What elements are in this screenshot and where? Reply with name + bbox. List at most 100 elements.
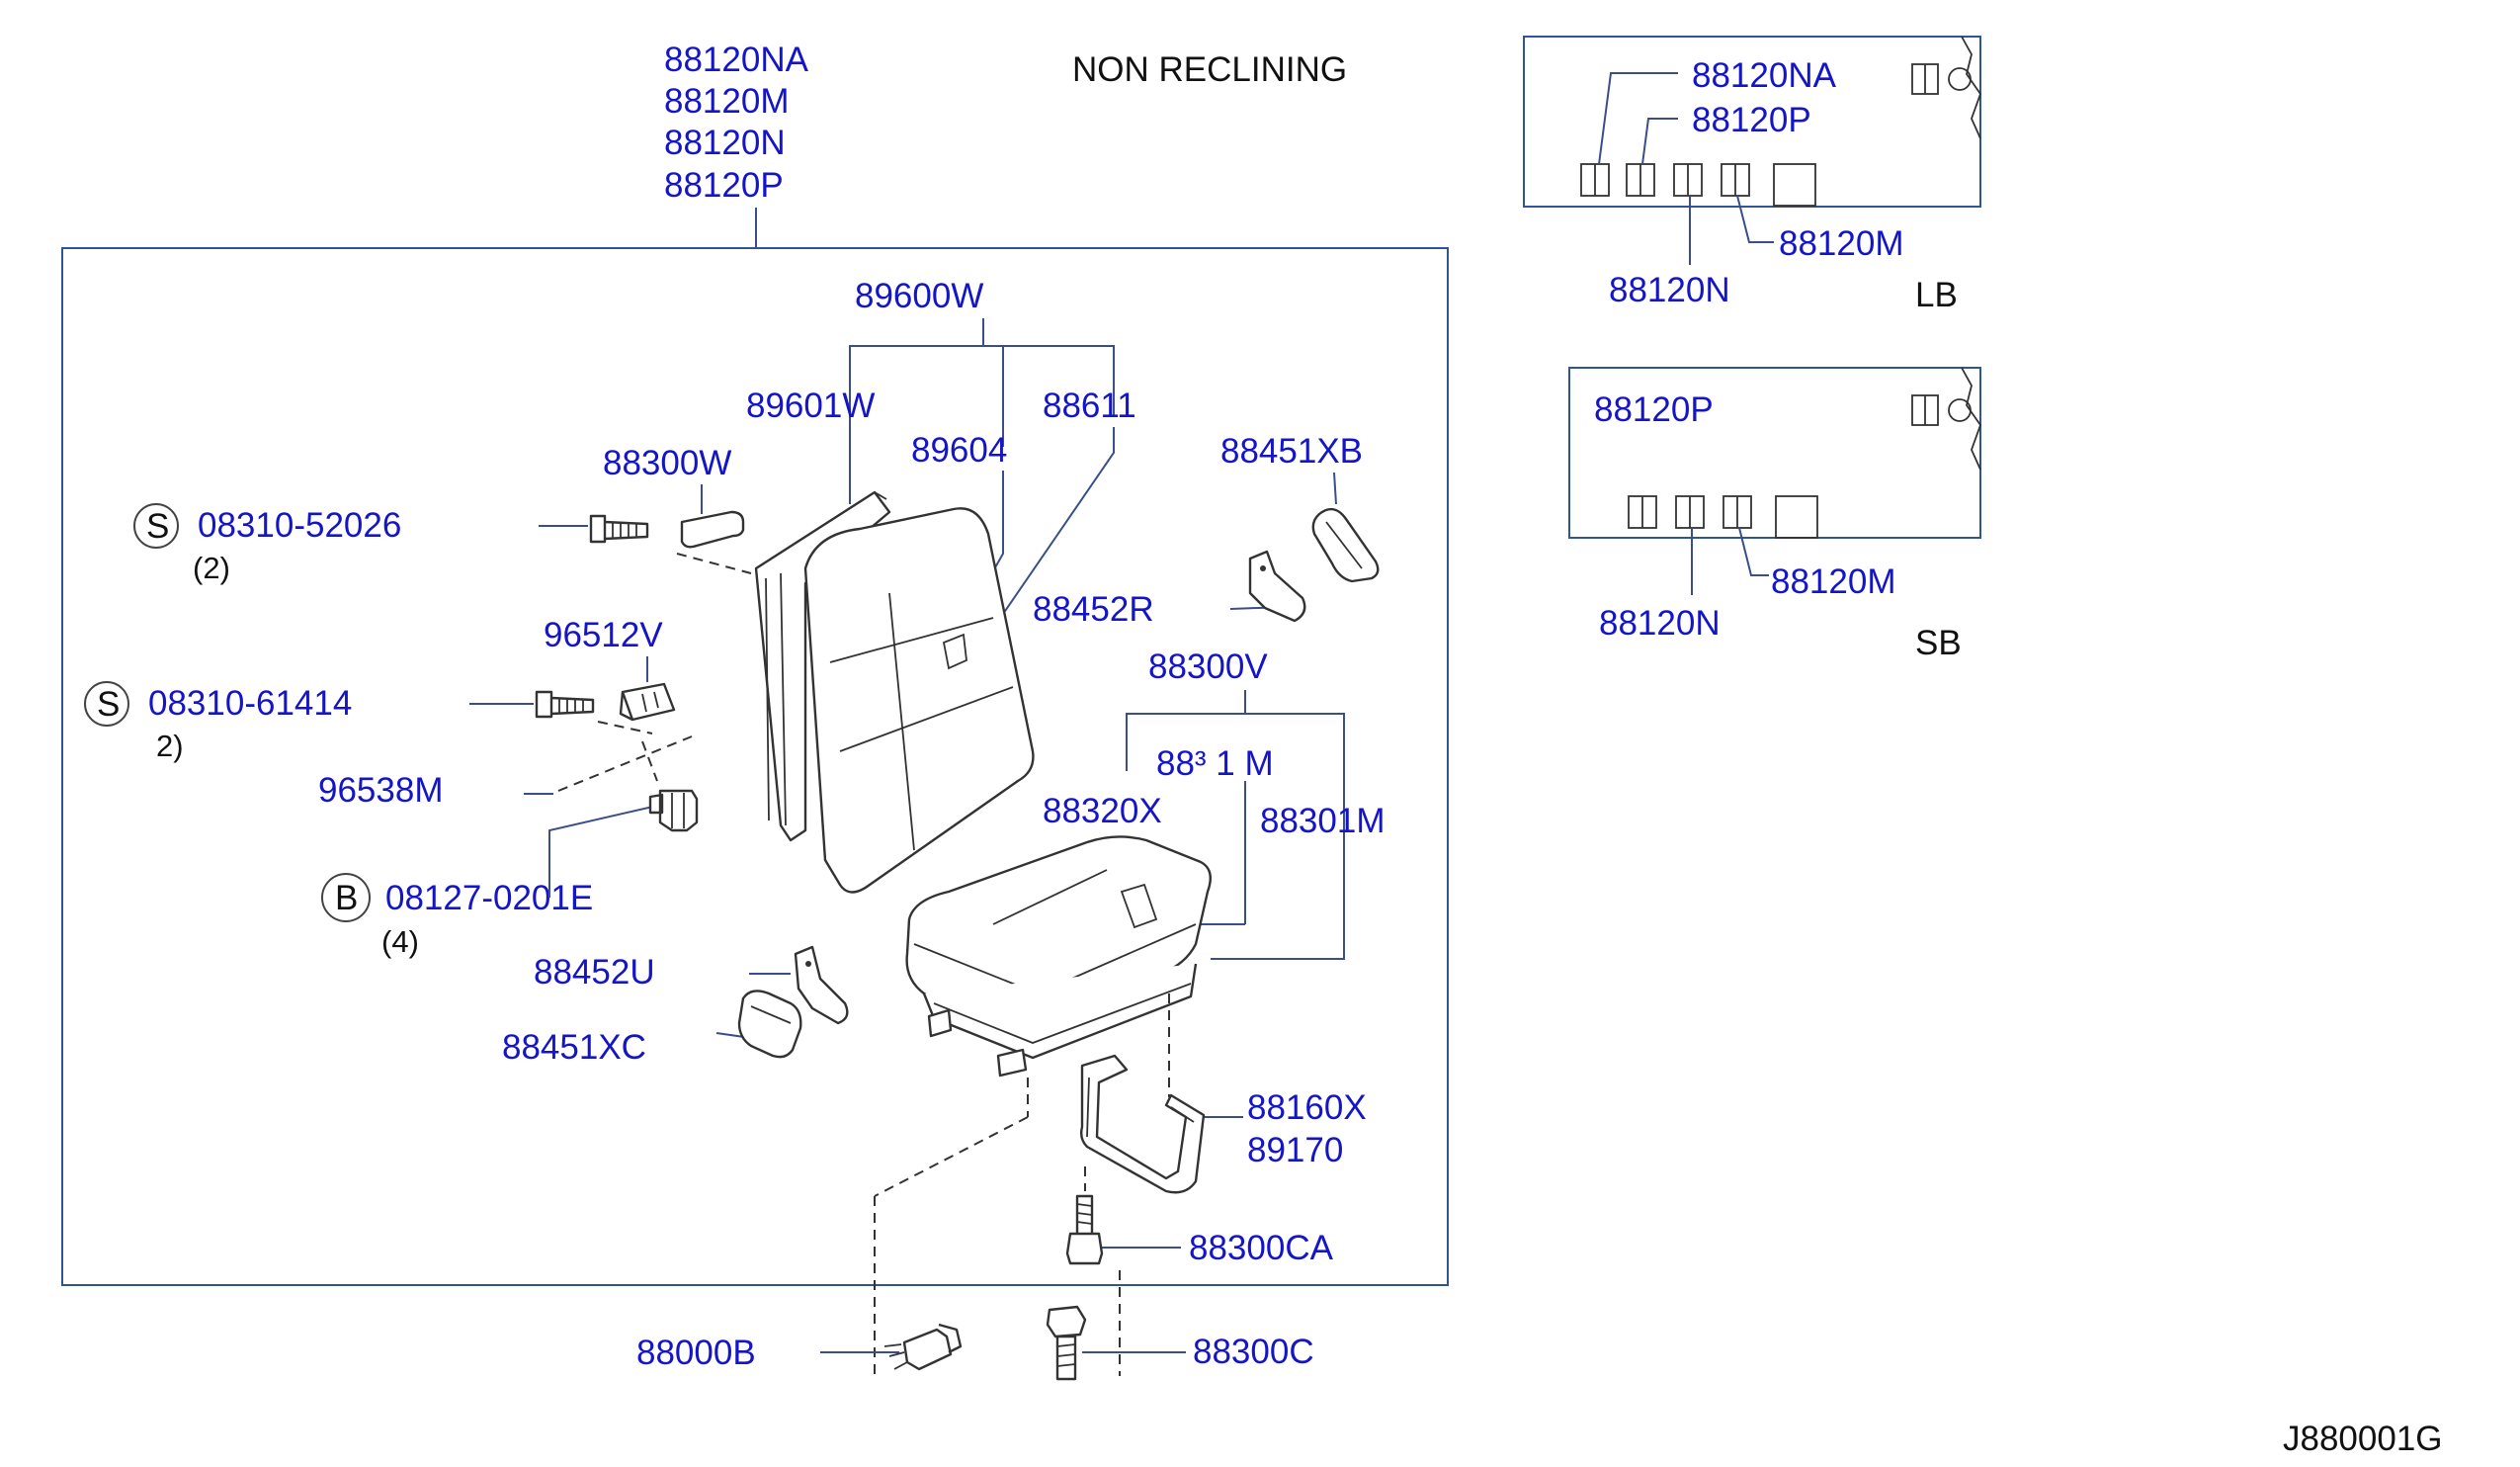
bracket-88300v — [1126, 713, 1345, 960]
seat-cushion-tag — [1120, 883, 1158, 929]
part-label-89601w[interactable]: 89601W — [746, 387, 875, 425]
hinge-cover-88451xb-inner — [1325, 521, 1363, 569]
seat-cushion-base — [922, 963, 1198, 1060]
hinge-cover-88451xb — [1311, 507, 1380, 583]
bolt-symbol-b — [321, 873, 371, 922]
bolt-08127 — [648, 789, 699, 832]
bolt-08127-thread — [671, 793, 685, 828]
sb-inset-edge — [1961, 367, 1982, 471]
sb-leader-88120m — [1738, 527, 1769, 576]
clip-dash-2 — [641, 740, 658, 782]
seat-back-frame — [754, 490, 891, 842]
hinge-cover-88452u — [794, 945, 849, 1025]
lb-part-88120p[interactable]: 88120P — [1692, 101, 1811, 139]
sb-part-88120p[interactable]: 88120P — [1594, 390, 1714, 429]
part-label-08310-52026[interactable]: 08310-52026 — [198, 506, 401, 545]
lb-connector-lines — [1594, 164, 1736, 196]
lb-inset-edge — [1961, 36, 1982, 139]
hinge-cover-88452r — [1248, 550, 1306, 623]
part-label-88120p-top[interactable]: 88120P — [664, 166, 784, 205]
part-label-96512v[interactable]: 96512V — [544, 616, 663, 654]
sb-icon-2 — [1948, 398, 1972, 422]
sb-part-88120m[interactable]: 88120M — [1771, 562, 1895, 601]
seat-mount-left — [927, 1008, 953, 1038]
lb-leader-88120na — [1598, 72, 1678, 165]
screw-symbol-s-1-text: S — [146, 507, 169, 546]
bolt-88300ca-thread — [1076, 1203, 1093, 1225]
qty-08310-52026: (2) — [193, 551, 230, 585]
part-label-89604[interactable]: 89604 — [911, 431, 1007, 470]
part-label-88160x[interactable]: 88160X — [1247, 1088, 1367, 1127]
part-label-88451xc[interactable]: 88451XC — [502, 1028, 646, 1067]
lb-inset-frame — [1523, 36, 1981, 208]
bracket-89600w — [849, 345, 1115, 504]
support-dash-h — [874, 1116, 1029, 1197]
part-label-88320x[interactable]: 88320X — [1043, 792, 1162, 830]
bolt-88300ca — [1065, 1194, 1104, 1265]
bolt-88300c-thread — [1056, 1343, 1076, 1367]
hinge-cover-88452u-hole — [805, 961, 811, 967]
part-label-88120m-top[interactable]: 88120M — [664, 82, 789, 121]
lb-part-88120na[interactable]: 88120NA — [1692, 56, 1837, 95]
screw-2-thread — [558, 698, 584, 714]
part-label-89170[interactable]: 89170 — [1247, 1131, 1343, 1169]
part-label-88301m-partial[interactable]: 88³ 1 M — [1156, 744, 1274, 783]
guide-dash — [676, 553, 752, 574]
part-label-88300c[interactable]: 88300C — [1193, 1333, 1314, 1371]
part-label-88120n-top[interactable]: 88120N — [664, 124, 786, 162]
hinge-cover-88452r-hole — [1260, 565, 1266, 571]
bolt-symbol-b-text: B — [335, 879, 358, 917]
part-label-88120na-top[interactable]: 88120NA — [664, 41, 809, 79]
part-label-89600w[interactable]: 89600W — [855, 277, 983, 315]
leader-08127-0201e — [548, 805, 658, 898]
part-label-88301m[interactable]: 88301M — [1260, 802, 1385, 840]
qty-08310-61414: 2) — [156, 729, 184, 763]
lb-inset-label: LB — [1915, 276, 1958, 314]
seat-cushion-base-rail — [933, 983, 1192, 1044]
screw-1-thread — [612, 522, 637, 539]
support-bracket-inner — [1086, 1077, 1195, 1138]
part-label-88451xb[interactable]: 88451XB — [1220, 432, 1363, 471]
sb-connector-lines — [1641, 496, 1738, 528]
seat-mount-mid — [996, 1048, 1028, 1078]
sb-inset-label: SB — [1915, 624, 1962, 662]
clip-96512v-slot — [641, 691, 659, 713]
sb-inset-frame — [1568, 367, 1981, 539]
seat-back-frame-rail — [765, 491, 887, 826]
part-label-88300w[interactable]: 88300W — [603, 444, 731, 482]
drawing-code: J880001G — [2283, 1420, 2443, 1458]
part-label-88452r[interactable]: 88452R — [1033, 590, 1154, 629]
support-bracket — [1079, 1054, 1206, 1194]
sb-connector-4 — [1775, 495, 1818, 539]
lb-part-88120n[interactable]: 88120N — [1609, 271, 1730, 309]
hinge-cover-88451xc-inner — [750, 1005, 792, 1024]
part-label-08310-61414[interactable]: 08310-61414 — [148, 684, 352, 723]
anchor-bolt-88000b-thread — [883, 1343, 908, 1370]
clip-dash — [557, 735, 693, 792]
lb-leader-88120p — [1641, 118, 1678, 165]
lb-leader-88120m — [1736, 195, 1774, 243]
part-label-88300v[interactable]: 88300V — [1148, 647, 1268, 686]
part-label-88300ca[interactable]: 88300CA — [1189, 1229, 1334, 1267]
screw-symbol-s-2-text: S — [97, 685, 120, 724]
lb-connector-5 — [1773, 163, 1816, 207]
part-label-88611[interactable]: 88611 — [1043, 387, 1136, 425]
anchor-bolt-88000b — [902, 1323, 963, 1371]
part-label-88452u[interactable]: 88452U — [534, 953, 655, 992]
screw-1 — [589, 514, 649, 544]
lb-part-88120m[interactable]: 88120M — [1779, 224, 1903, 263]
seat-back-tag — [942, 633, 967, 670]
diagram-title: NON RECLINING — [1072, 50, 1347, 89]
part-label-88000b[interactable]: 88000B — [636, 1334, 756, 1372]
part-label-08127-0201e[interactable]: 08127-0201E — [385, 879, 593, 917]
screw-2 — [535, 690, 595, 719]
lb-icon-2 — [1948, 67, 1972, 91]
screw-symbol-s-2 — [84, 681, 129, 727]
clip-96512v — [619, 682, 676, 722]
bolt-88300c — [1046, 1305, 1087, 1381]
screw-symbol-s-1 — [133, 503, 179, 549]
headrest-guide — [680, 510, 745, 549]
part-label-96538m[interactable]: 96538M — [318, 771, 443, 810]
sb-part-88120n[interactable]: 88120N — [1599, 604, 1721, 643]
